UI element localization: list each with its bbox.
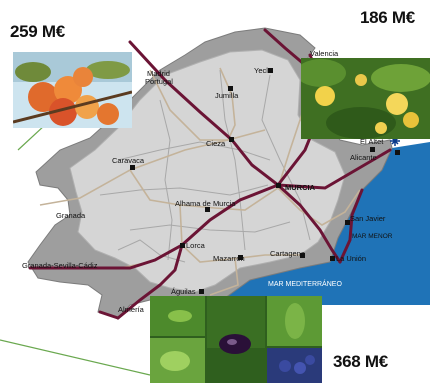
label-lorca: Lorca (186, 241, 206, 250)
label-portugal: Portugal (145, 77, 173, 86)
mediterranean-sea (210, 142, 430, 305)
label-almeria: Almería (118, 305, 145, 314)
label-cartagena: Cartagena (270, 249, 306, 258)
label-aguilas: Águilas (171, 287, 196, 296)
label-murcia: MURCIA (285, 183, 316, 192)
peach-photo (13, 52, 132, 128)
citrus-photo (301, 58, 430, 139)
label-jumilla: Jumilla (215, 91, 239, 100)
murcia-region (69, 49, 346, 293)
label-cieza: Cieza (206, 139, 226, 148)
label-granada: Granada (56, 211, 86, 220)
vegetables-photo (150, 296, 322, 383)
label-alhama: Alhama de Murcia (175, 199, 236, 208)
citrus-value: 186 M€ (360, 8, 415, 27)
label-mazarron: Mazarrón (213, 254, 245, 263)
city-markers (130, 68, 400, 294)
municipal-boundaries (99, 69, 311, 263)
label-san-javier: San Javier (350, 214, 386, 223)
label-yecla: Yecla (254, 66, 273, 75)
label-alicante: Alicante (350, 153, 377, 162)
label-caravaca: Caravaca (112, 156, 145, 165)
connector-lines (0, 124, 151, 376)
airplane-icon (390, 136, 400, 146)
label-mar-mediterraneo: MAR MEDITERRÁNEO (268, 279, 342, 288)
label-madrid: Madrid (147, 69, 170, 78)
peach-value: 259 M€ (10, 22, 65, 41)
vegetables-value: 368 M€ (333, 352, 388, 371)
label-la-union: La Unión (336, 254, 366, 263)
label-el-altet: El Altet (360, 137, 384, 146)
label-granada-sevilla-cadiz: Granada-Sevilla-Cádiz (22, 261, 98, 270)
label-mar-menor: MAR MENOR (352, 233, 393, 240)
label-valencia: Valencia (310, 49, 339, 58)
